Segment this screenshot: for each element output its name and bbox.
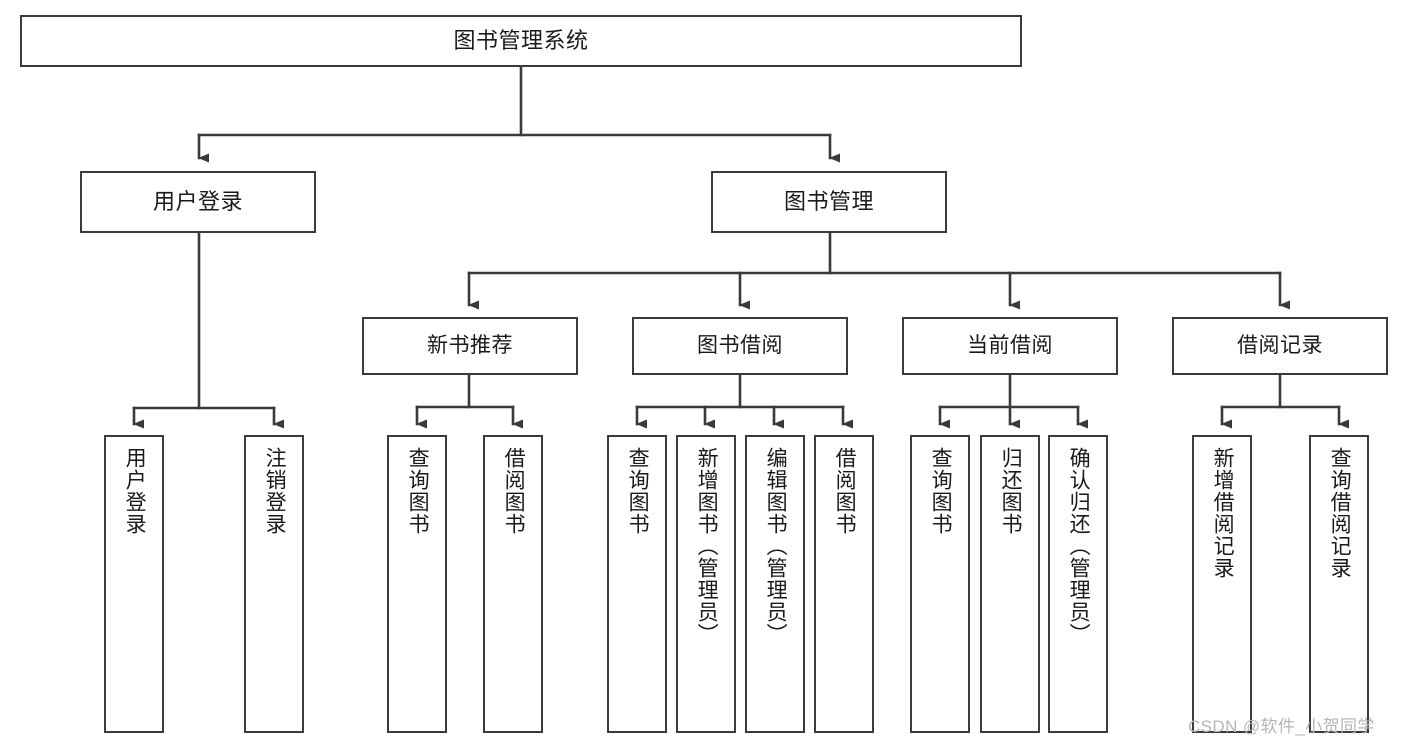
node-label: 借阅图书 — [833, 447, 857, 535]
node-label: 查询图书 — [626, 447, 650, 535]
node-leaf-query-book-recommend[interactable]: 查询图书 — [387, 435, 447, 733]
node-leaf-user-login[interactable]: 用户登录 — [104, 435, 164, 733]
node-label: 新增借阅记录 — [1211, 447, 1235, 579]
node-label: 图书管理系统 — [453, 28, 589, 54]
node-leaf-edit-book[interactable]: 编辑图书（管理员） — [745, 435, 805, 733]
node-label: 编辑图书（管理员） — [764, 447, 788, 645]
node-leaf-borrow-book[interactable]: 借阅图书 — [814, 435, 874, 733]
node-user-login[interactable]: 用户登录 — [80, 171, 316, 233]
node-book-borrow[interactable]: 图书借阅 — [632, 317, 848, 375]
node-label: 新增图书（管理员） — [695, 447, 719, 645]
node-label: 查询图书 — [406, 447, 430, 535]
node-leaf-add-borrow-record[interactable]: 新增借阅记录 — [1192, 435, 1252, 733]
node-label: 用户登录 — [123, 447, 147, 535]
node-label: 新书推荐 — [427, 333, 513, 357]
node-label: 图书借阅 — [697, 333, 783, 357]
node-root-system[interactable]: 图书管理系统 — [20, 15, 1022, 67]
node-label: 图书管理 — [783, 189, 874, 215]
node-label: 确认归还（管理员） — [1067, 447, 1091, 645]
node-leaf-logout-login[interactable]: 注销登录 — [244, 435, 304, 733]
node-leaf-query-borrow-record[interactable]: 查询借阅记录 — [1309, 435, 1369, 733]
node-borrow-record[interactable]: 借阅记录 — [1172, 317, 1388, 375]
node-leaf-query-book-current[interactable]: 查询图书 — [910, 435, 970, 733]
node-label: 注销登录 — [263, 447, 287, 535]
node-label: 归还图书 — [999, 447, 1023, 535]
node-label: 当前借阅 — [967, 333, 1053, 357]
node-label: 借阅图书 — [502, 447, 526, 535]
node-leaf-borrow-book-recommend[interactable]: 借阅图书 — [483, 435, 543, 733]
node-label: 借阅记录 — [1237, 333, 1323, 357]
node-current-borrow[interactable]: 当前借阅 — [902, 317, 1118, 375]
node-leaf-confirm-return[interactable]: 确认归还（管理员） — [1048, 435, 1108, 733]
node-leaf-return-book[interactable]: 归还图书 — [980, 435, 1040, 733]
node-label: 用户登录 — [152, 189, 243, 215]
node-label: 查询图书 — [929, 447, 953, 535]
node-label: 查询借阅记录 — [1328, 447, 1352, 579]
node-leaf-add-book[interactable]: 新增图书（管理员） — [676, 435, 736, 733]
node-new-book-recommend[interactable]: 新书推荐 — [362, 317, 578, 375]
node-book-management[interactable]: 图书管理 — [711, 171, 947, 233]
node-leaf-query-book-borrow[interactable]: 查询图书 — [607, 435, 667, 733]
